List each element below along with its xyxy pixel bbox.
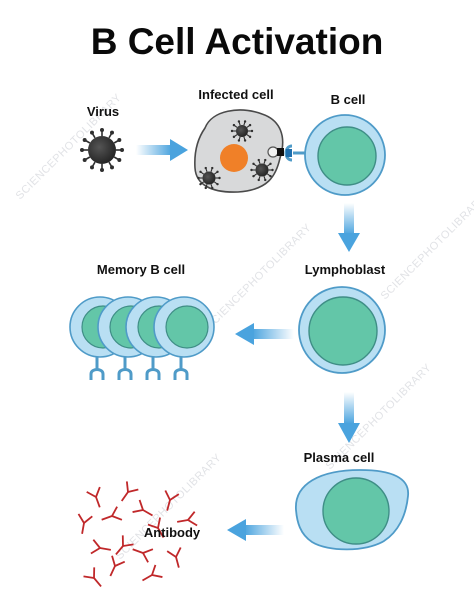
antibody-icon: [120, 481, 139, 502]
virus-particle: [230, 120, 254, 142]
antibody-icon: [115, 535, 134, 556]
virus-particles: [197, 120, 274, 190]
watermark-text: SCIENCEPHOTOLIBRARY: [379, 192, 474, 303]
memory-b-cell-group: [69, 296, 215, 380]
antibody-icon: [147, 517, 165, 538]
memory-b-cell-nucleus: [165, 305, 209, 349]
virus-particle: [250, 158, 274, 182]
watermark-text: SCIENCEPHOTOLIBRARY: [204, 222, 315, 333]
virus-icon: [80, 128, 124, 172]
infected-cell-nucleus: [220, 144, 248, 172]
antibody-icon: [83, 567, 102, 588]
antibody-icon: [177, 511, 198, 527]
antibody-icon: [90, 539, 111, 555]
b-cell-label: B cell: [331, 92, 366, 107]
arrow-lymphoblast-to-plasma-cell: [338, 392, 360, 443]
antibody-icon: [132, 548, 154, 563]
infected-cell-label: Infected cell: [198, 87, 273, 102]
lymphoblast-label: Lymphoblast: [305, 262, 386, 277]
arrow-virus-to-infected-cell: [136, 139, 188, 161]
antibody-cluster: [77, 481, 198, 588]
virus-label: Virus: [87, 104, 119, 119]
plasma-cell: [295, 469, 409, 551]
antibody-icon: [77, 513, 93, 534]
antibody-icon: [101, 506, 123, 521]
arrow-lymphoblast-to-memory-b-cell: [235, 323, 294, 345]
antibody-icon: [142, 564, 163, 582]
memory-b-cell-label: Memory B cell: [97, 262, 185, 277]
antibody-icon: [132, 499, 153, 517]
antibody-label: Antibody: [144, 525, 201, 540]
lymphoblast: [298, 286, 386, 374]
arrow-b-cell-to-lymphoblast: [338, 203, 360, 252]
plasma-cell-nucleus: [322, 477, 390, 545]
arrow-plasma-cell-to-antibody: [227, 519, 284, 541]
antibody-icon: [166, 547, 182, 568]
infected-cell: [194, 109, 284, 193]
memory-b-cell: [153, 296, 215, 380]
b-cell: [284, 114, 386, 196]
plasma-cell-label: Plasma cell: [304, 450, 375, 465]
antibody-icon: [109, 555, 126, 577]
lymphoblast-nucleus: [308, 296, 378, 366]
page-title: B Cell Activation: [91, 21, 384, 62]
antibody-icon: [86, 486, 101, 508]
b-cell-nucleus: [317, 126, 377, 186]
antibody-icon: [164, 490, 180, 511]
virus-particle: [197, 166, 221, 190]
virus-particle: [80, 128, 124, 172]
